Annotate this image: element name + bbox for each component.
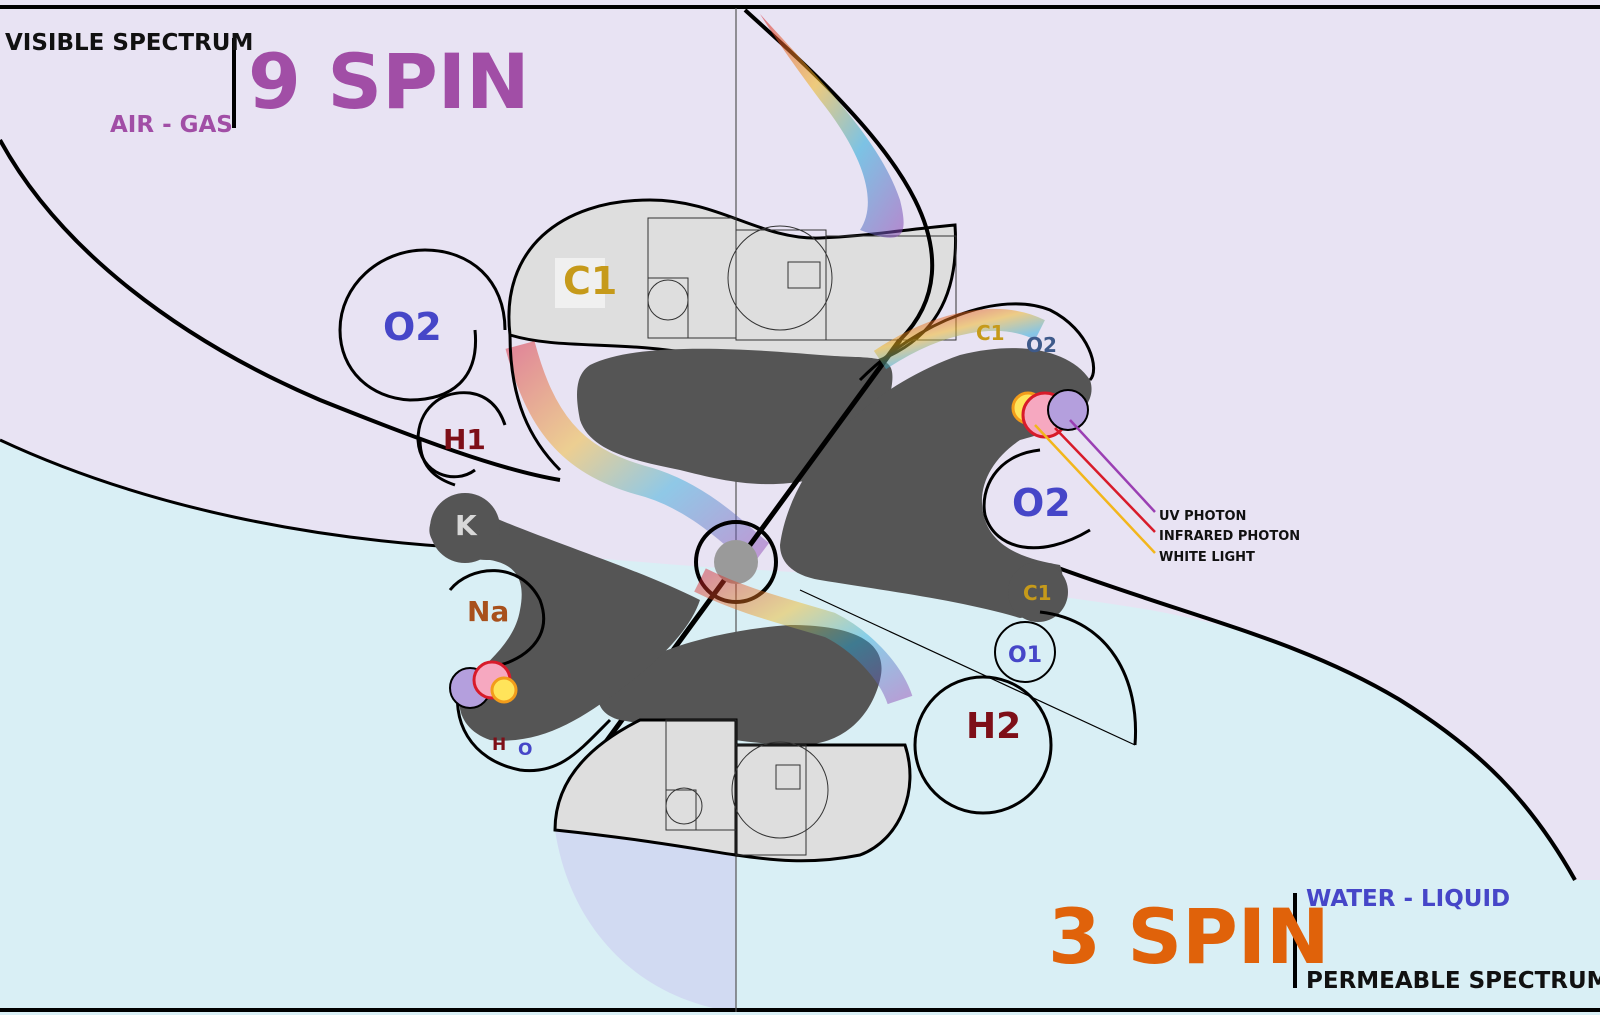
lower-quadrant-fill — [555, 830, 736, 1012]
k-disc — [430, 493, 500, 563]
h2-ring — [913, 675, 1053, 815]
top-rainbow-band — [760, 14, 904, 238]
right-rainbow-band — [873, 309, 1045, 370]
infrared-photon-label: INFRARED PHOTON — [1159, 529, 1300, 544]
lower-fibonacci-grid — [665, 719, 829, 856]
white-light-label: WHITE LIGHT — [1159, 550, 1255, 565]
upper-rainbow-band — [505, 341, 770, 567]
o2-left-label: O2 — [383, 305, 442, 349]
h-small-label: H — [492, 735, 506, 755]
o1-ring — [994, 621, 1056, 683]
k-label: K — [455, 509, 478, 542]
o1-label: O1 — [1008, 643, 1042, 668]
air-gas-label: AIR - GAS — [110, 112, 233, 138]
upper-dark-shape — [577, 348, 893, 485]
h1-ring — [416, 391, 507, 479]
na-outline — [448, 569, 546, 667]
h1-label: H1 — [443, 423, 486, 456]
o2-right-outline — [982, 448, 1091, 550]
three-spin-title: 3 SPIN — [1048, 892, 1330, 981]
visible-spectrum-label: VISIBLE SPECTRUM — [5, 30, 253, 56]
o2-right-label: O2 — [1012, 481, 1071, 525]
right-uv-node — [1047, 389, 1089, 431]
c1-top-label: C1 — [563, 259, 617, 303]
h1-tail — [418, 439, 456, 487]
lower-right-lobe — [734, 743, 912, 863]
c1-right-small-label: C1 — [976, 321, 1005, 345]
thin-diagonal — [799, 589, 1136, 746]
permeable-spectrum-label: PERMEABLE SPECTRUM — [1306, 968, 1600, 994]
upper-fibonacci-grid — [647, 217, 957, 341]
h2-label: H2 — [966, 706, 1021, 747]
o2-right-small-label: O2 — [1026, 333, 1057, 357]
uv-photon-label: UV PHOTON — [1159, 509, 1246, 524]
o2-right-ring — [985, 450, 1085, 550]
c1-lower-right-label: C1 — [1023, 581, 1052, 605]
water-liquid-label: WATER - LIQUID — [1306, 886, 1510, 912]
c1-top-label-bg — [555, 258, 605, 308]
central-core — [714, 540, 758, 584]
o2-left-ring — [338, 248, 507, 402]
lower-left-curve — [0, 438, 471, 550]
upper-lobe-left-edge — [508, 334, 562, 472]
o-small-label: O — [518, 740, 532, 760]
white-light-ray — [1034, 424, 1156, 554]
lower-dark-shape — [598, 625, 882, 745]
lower-left-spiral — [456, 679, 612, 773]
infrared-photon-ray — [1054, 427, 1156, 533]
nine-spin-title: 9 SPIN — [248, 37, 530, 126]
na-label: Na — [467, 595, 509, 628]
left-white-light-node — [490, 676, 518, 704]
air-boundary-curve — [0, 139, 561, 482]
o1-tail — [1039, 610, 1138, 746]
water-boundary-curve — [1049, 563, 1577, 881]
c1-lower-right-disc — [1008, 562, 1068, 622]
lower-rainbow-band — [694, 568, 913, 705]
uv-photon-ray — [1069, 419, 1156, 513]
